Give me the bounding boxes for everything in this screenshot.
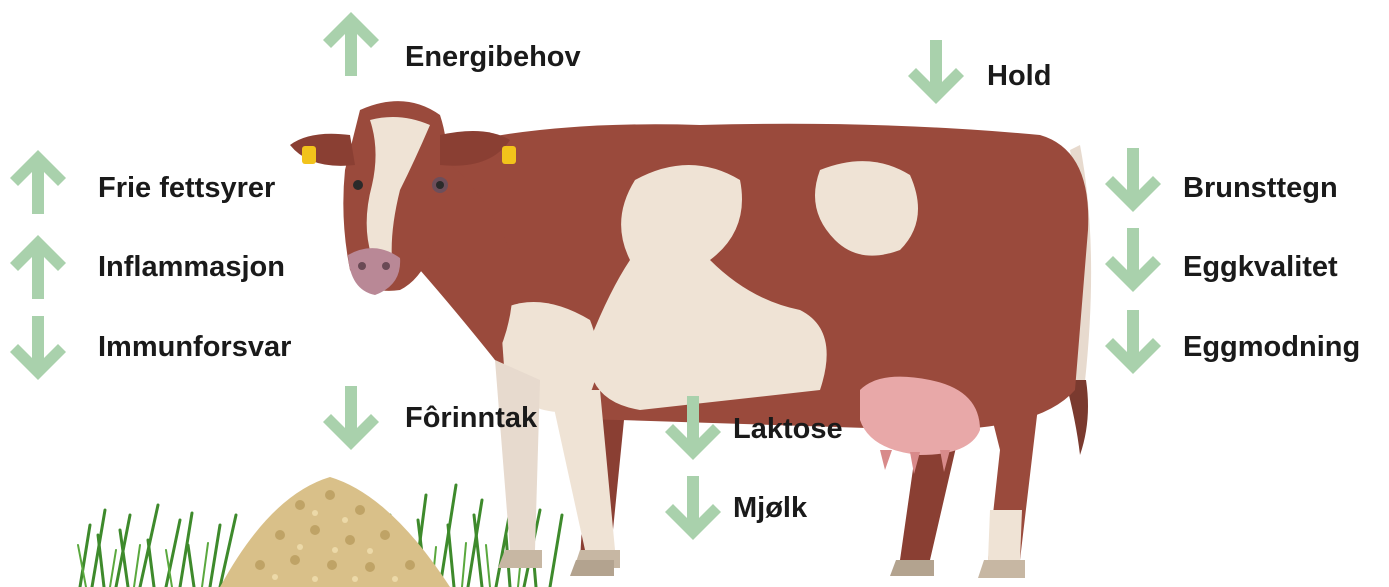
arrow-down-icon bbox=[323, 386, 379, 450]
label-mjolk: Mjølk bbox=[733, 494, 807, 523]
arrow-down-icon bbox=[1105, 148, 1161, 212]
label-brunsttegn: Brunsttegn bbox=[1183, 174, 1338, 203]
label-forinntak: Fôrinntak bbox=[405, 404, 537, 433]
arrow-down-icon bbox=[1105, 310, 1161, 374]
label-frie-fettsyrer: Frie fettsyrer bbox=[98, 174, 275, 203]
arrow-up-icon bbox=[10, 235, 66, 299]
label-inflammasjon: Inflammasjon bbox=[98, 253, 285, 282]
arrow-down-icon bbox=[1105, 228, 1161, 292]
arrow-down-icon bbox=[10, 316, 66, 380]
arrow-down-icon bbox=[665, 476, 721, 540]
label-eggmodning: Eggmodning bbox=[1183, 333, 1360, 362]
label-immunforsvar: Immunforsvar bbox=[98, 333, 291, 362]
arrow-down-icon bbox=[665, 396, 721, 460]
arrow-down-icon bbox=[908, 40, 964, 104]
label-hold: Hold bbox=[987, 62, 1051, 91]
label-laktose: Laktose bbox=[733, 415, 843, 444]
label-energibehov: Energibehov bbox=[405, 43, 581, 72]
arrow-up-icon bbox=[323, 12, 379, 76]
arrow-up-icon bbox=[10, 150, 66, 214]
label-eggkvalitet: Eggkvalitet bbox=[1183, 253, 1338, 282]
